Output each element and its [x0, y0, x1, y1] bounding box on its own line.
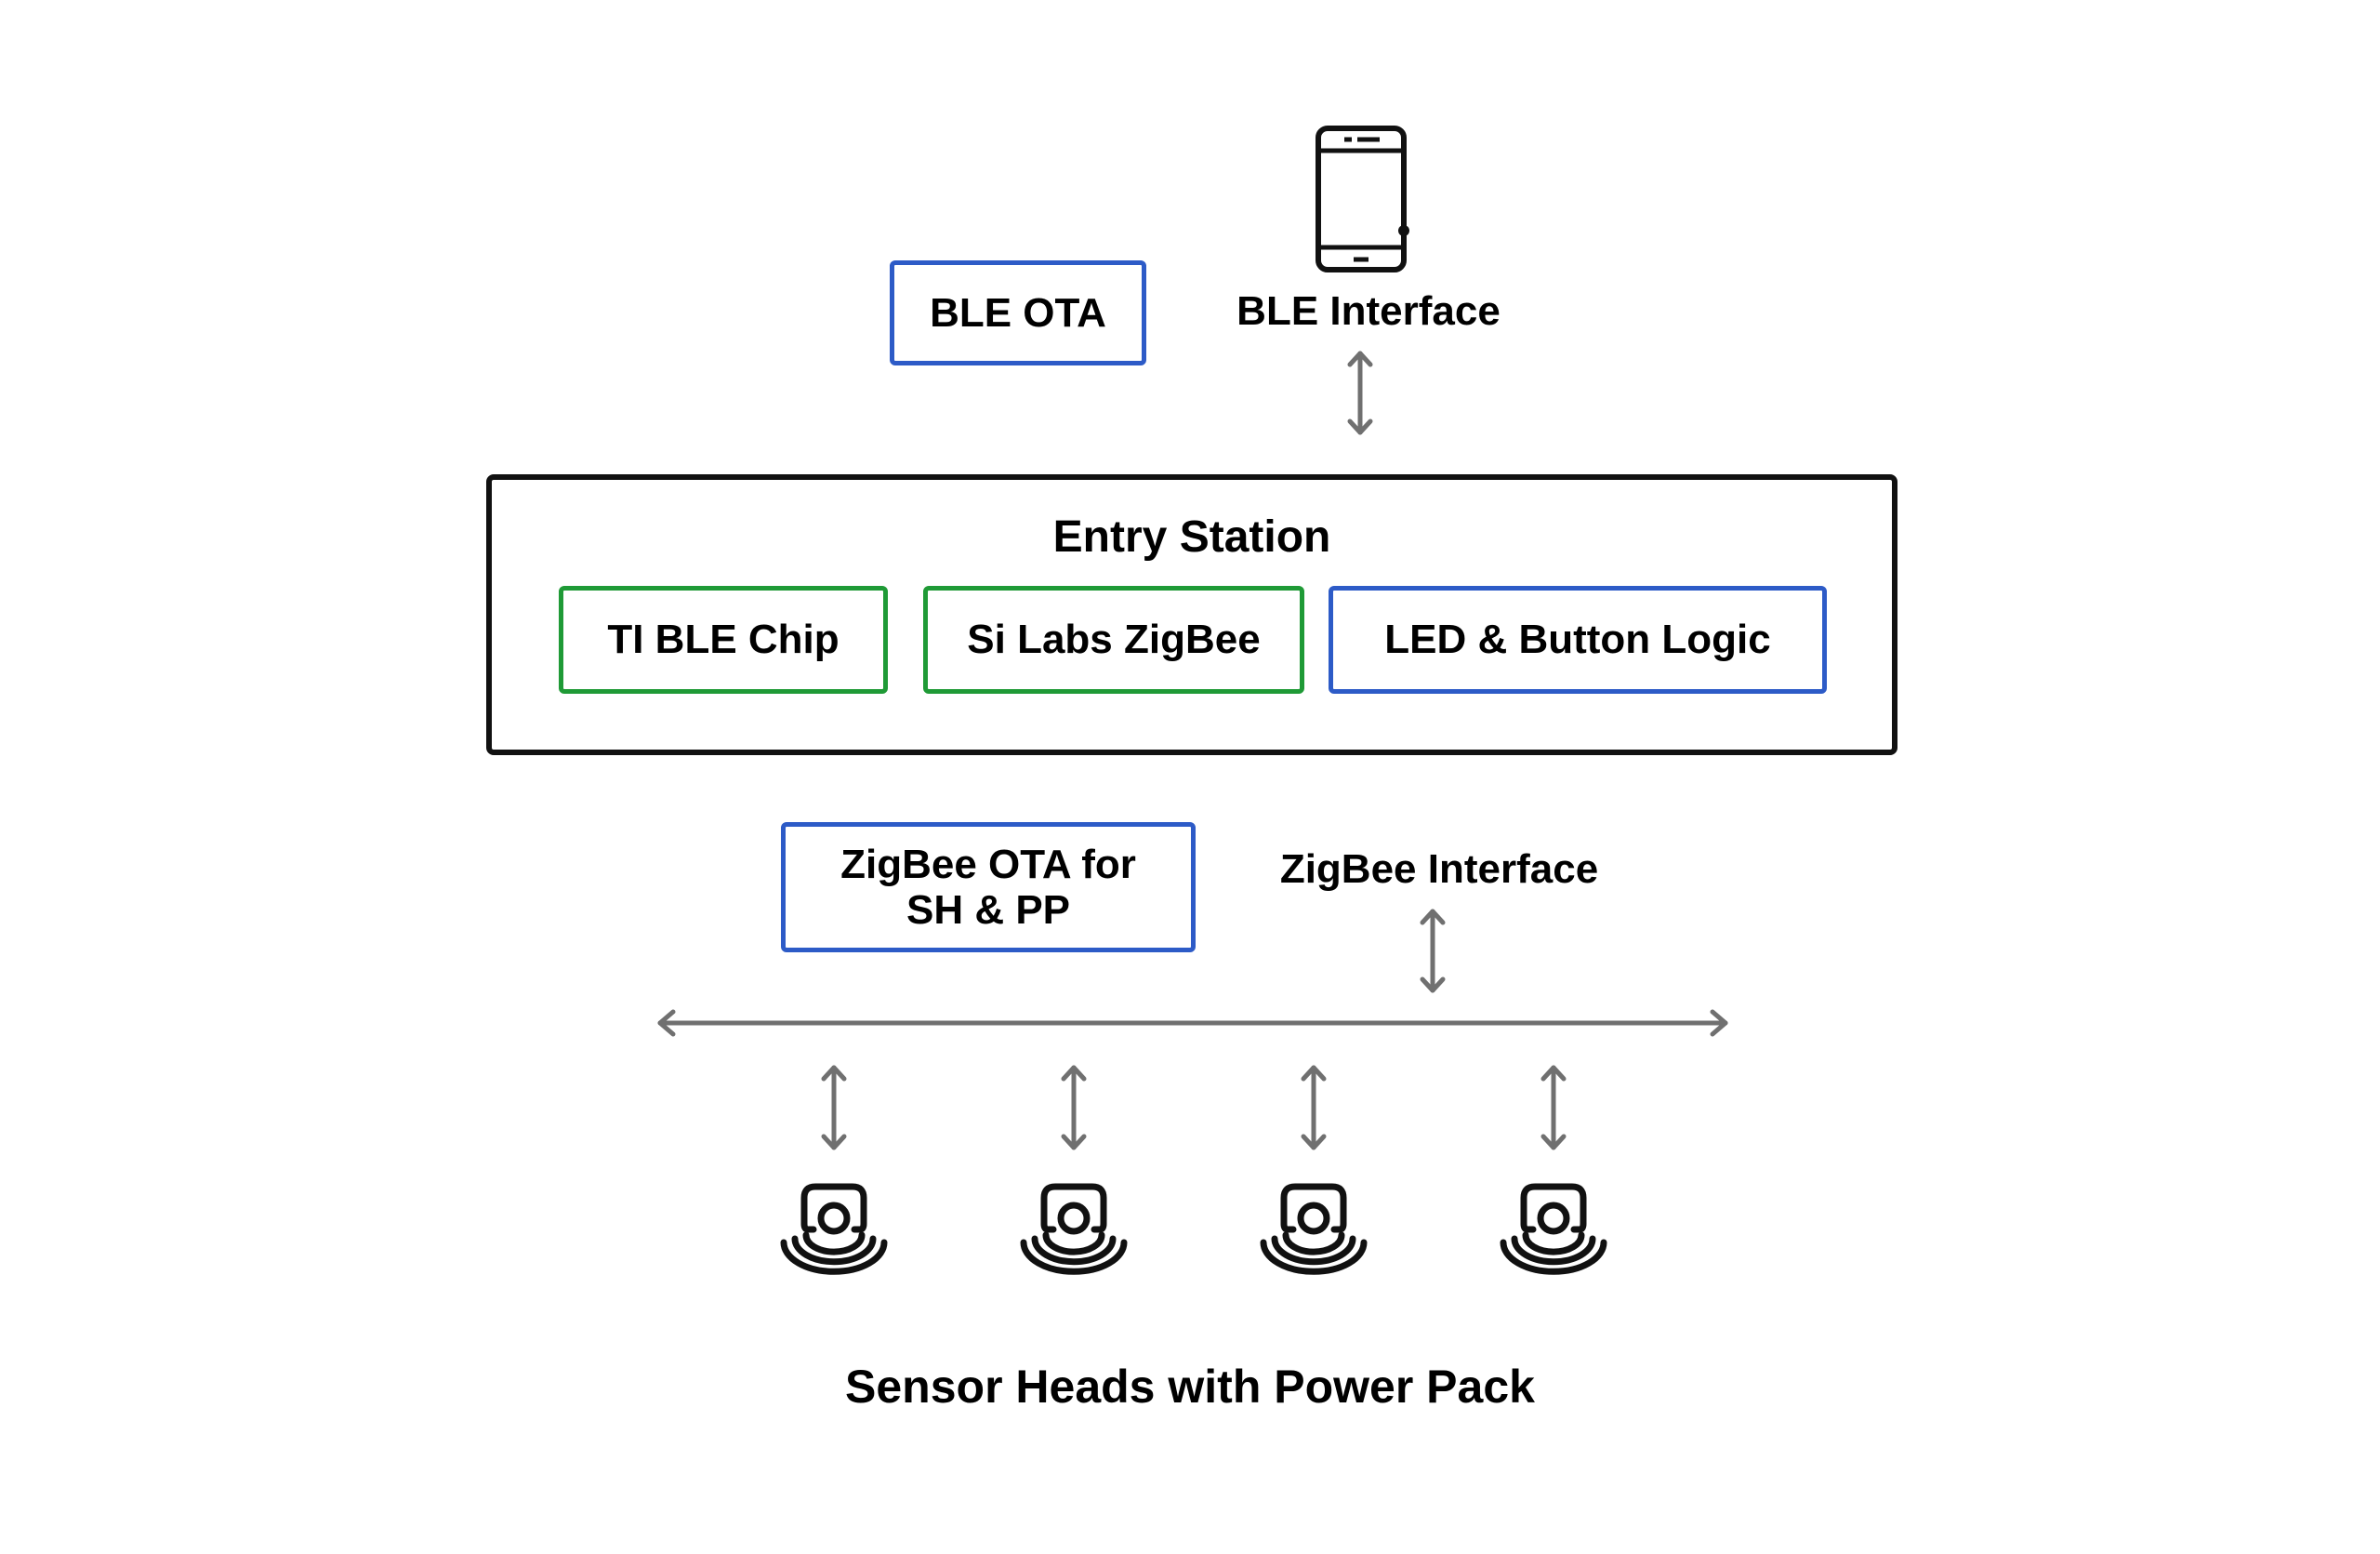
ble-interface-label: BLE Interface: [1236, 288, 1501, 334]
zigbee-ota-box: ZigBee OTA for SH & PP: [781, 822, 1196, 952]
ble-link-arrow: [1347, 351, 1373, 435]
module-si-labs-zigbee: Si Labs ZigBee: [923, 586, 1304, 694]
module-label: TI BLE Chip: [607, 617, 840, 663]
sensor-link-arrow: [1540, 1065, 1567, 1150]
sensor-head-icon: [780, 1183, 888, 1275]
entry-station-title: Entry Station: [1052, 512, 1331, 562]
sensor-head-icon: [1500, 1183, 1607, 1275]
sensor-link-arrow: [1061, 1065, 1087, 1150]
ble-ota-label: BLE OTA: [930, 289, 1106, 336]
sensor-link-arrow: [821, 1065, 847, 1150]
sensor-link-arrow: [1301, 1065, 1327, 1150]
sensor-head-icon: [1260, 1183, 1368, 1275]
ble-ota-box: BLE OTA: [890, 260, 1146, 365]
zigbee-ota-line2: SH & PP: [906, 887, 1071, 933]
module-label: Si Labs ZigBee: [967, 617, 1261, 663]
zigbee-interface-label: ZigBee Interface: [1279, 846, 1599, 892]
module-ti-ble-chip: TI BLE Chip: [559, 586, 888, 694]
zigbee-ota-line1: ZigBee OTA for: [840, 841, 1136, 887]
sensor-caption: Sensor Heads with Power Pack: [845, 1361, 1535, 1413]
zigbee-link-arrow: [1420, 909, 1446, 993]
sensor-head-icon: [1020, 1183, 1128, 1275]
module-label: LED & Button Logic: [1384, 617, 1771, 663]
module-led-button-logic: LED & Button Logic: [1329, 586, 1827, 694]
zigbee-bus-arrow: [657, 1009, 1728, 1037]
